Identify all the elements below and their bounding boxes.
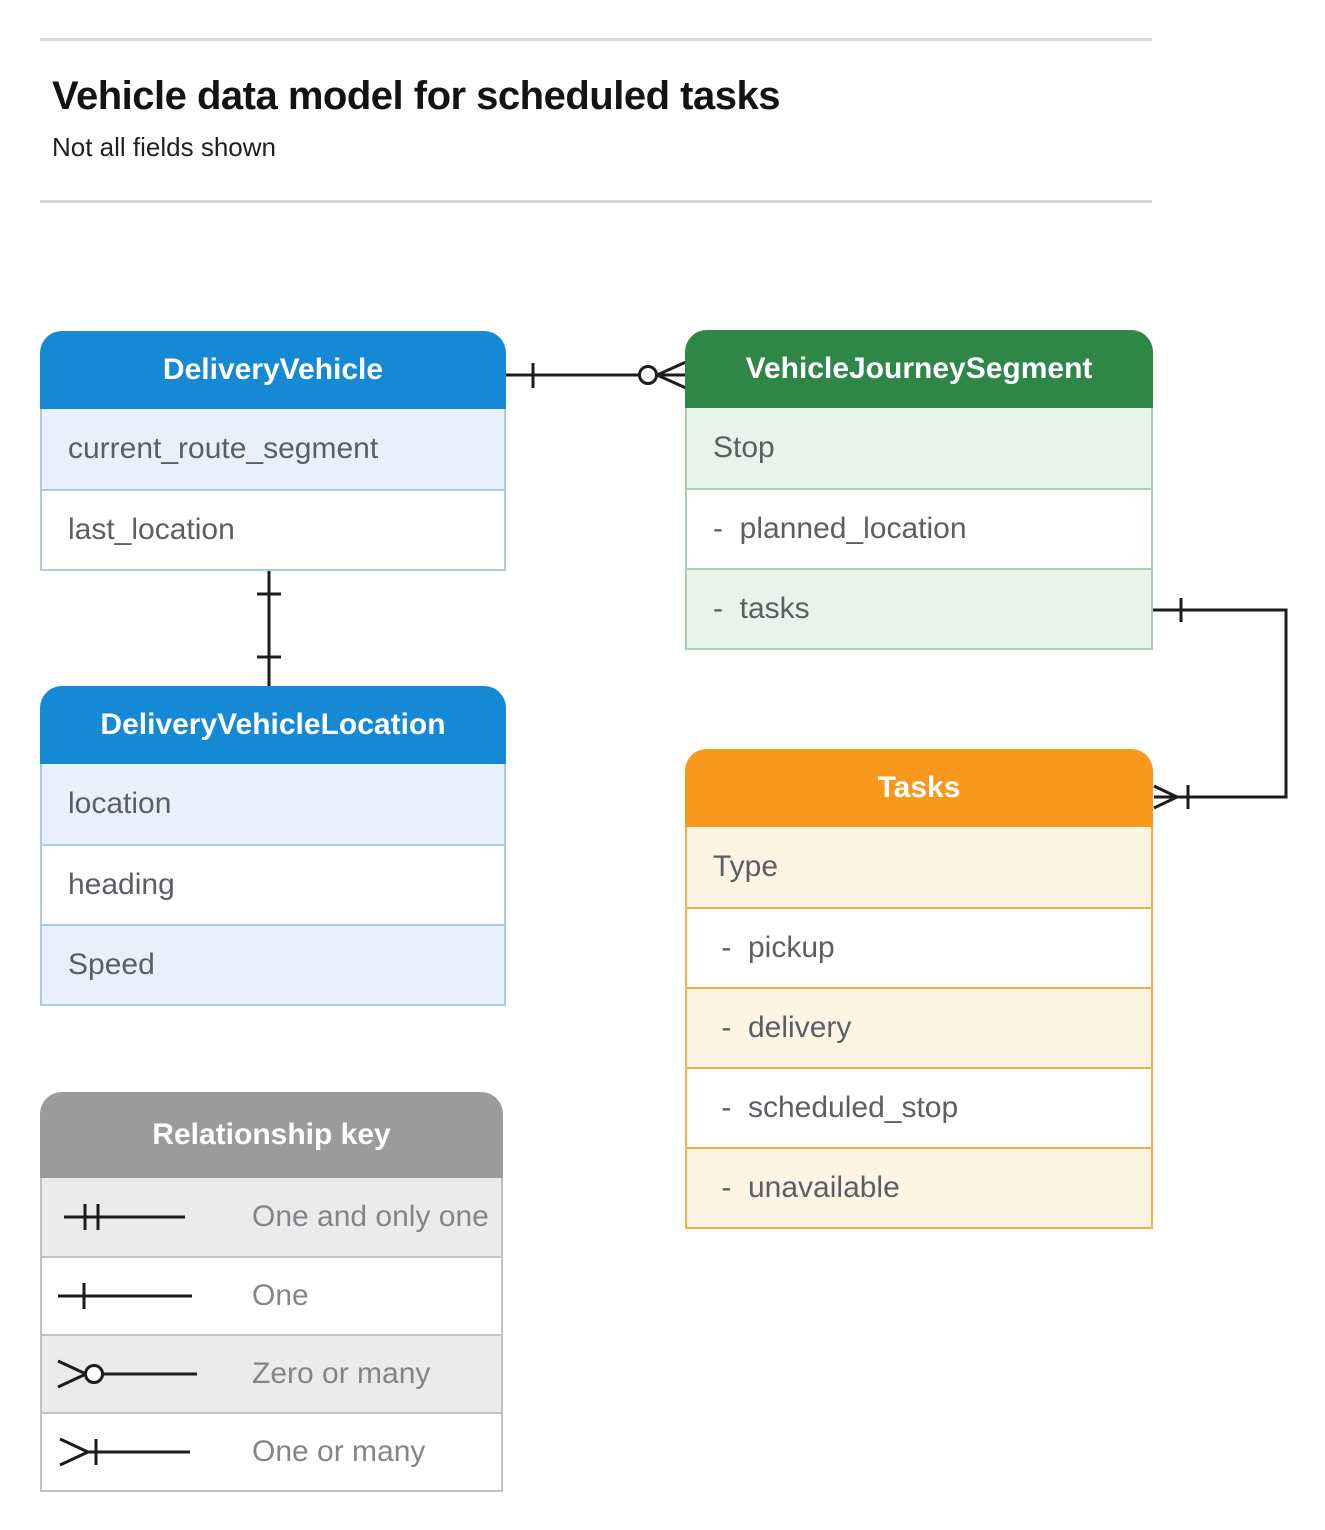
page-title: Vehicle data model for scheduled tasks bbox=[52, 74, 780, 118]
key-row-one: One bbox=[42, 1256, 501, 1334]
field-pickup: - pickup bbox=[687, 907, 1151, 987]
entity-delivery-vehicle-body: current_route_segment last_location bbox=[40, 409, 506, 571]
field-scheduled-stop: - scheduled_stop bbox=[687, 1067, 1151, 1147]
one-or-many-icon bbox=[59, 1437, 190, 1467]
entity-delivery-vehicle-header: DeliveryVehicle bbox=[40, 331, 506, 409]
entity-tasks-header: Tasks bbox=[685, 749, 1153, 827]
field-stop: Stop bbox=[687, 408, 1151, 488]
entity-vehicle-journey-segment-header: VehicleJourneySegment bbox=[685, 330, 1153, 408]
one-icon bbox=[58, 1283, 192, 1309]
entity-vehicle-journey-segment-body: Stop - planned_location - tasks bbox=[685, 408, 1153, 650]
entity-delivery-vehicle-location: DeliveryVehicleLocation location heading… bbox=[40, 686, 506, 1006]
divider-line-bottom bbox=[40, 200, 1152, 203]
page-subtitle: Not all fields shown bbox=[52, 132, 276, 162]
key-row-one-and-only-one: One and only one bbox=[42, 1178, 501, 1256]
key-label: One bbox=[252, 1279, 309, 1312]
relationship-key: Relationship key One and only one One bbox=[40, 1092, 503, 1492]
field-type: Type bbox=[687, 827, 1151, 907]
relationship-key-body: One and only one One Zero or many bbox=[40, 1178, 503, 1492]
entity-delivery-vehicle: DeliveryVehicle current_route_segment la… bbox=[40, 331, 506, 571]
key-row-one-or-many: One or many bbox=[42, 1412, 501, 1490]
entity-vehicle-journey-segment: VehicleJourneySegment Stop - planned_loc… bbox=[685, 330, 1153, 650]
connector-vehiclejourneysegment-tasks bbox=[1153, 598, 1288, 810]
entity-tasks-body: Type - pickup - delivery - scheduled_sto… bbox=[685, 827, 1153, 1229]
connector-deliveryvehicle-deliveryvehiclelocation bbox=[257, 571, 281, 686]
field-heading: heading bbox=[42, 844, 504, 924]
key-row-zero-or-many: Zero or many bbox=[42, 1334, 501, 1412]
entity-delivery-vehicle-location-header: DeliveryVehicleLocation bbox=[40, 686, 506, 764]
field-speed: Speed bbox=[42, 924, 504, 1004]
connector-deliveryvehicle-vehiclejourneysegment bbox=[506, 360, 687, 390]
one-and-only-one-icon bbox=[64, 1204, 185, 1230]
field-last-location: last_location bbox=[42, 489, 504, 569]
field-delivery: - delivery bbox=[687, 987, 1151, 1067]
field-current-route-segment: current_route_segment bbox=[42, 409, 504, 489]
field-location: location bbox=[42, 764, 504, 844]
field-tasks: - tasks bbox=[687, 568, 1151, 648]
zero-or-many-icon bbox=[57, 1359, 197, 1389]
entity-tasks: Tasks Type - pickup - delivery - schedul… bbox=[685, 749, 1153, 1229]
key-label: One and only one bbox=[252, 1200, 489, 1233]
key-label: Zero or many bbox=[252, 1357, 431, 1390]
field-planned-location: - planned_location bbox=[687, 488, 1151, 568]
entity-delivery-vehicle-location-body: location heading Speed bbox=[40, 764, 506, 1006]
key-label: One or many bbox=[252, 1435, 426, 1468]
field-unavailable: - unavailable bbox=[687, 1147, 1151, 1227]
divider-line-top bbox=[40, 38, 1152, 41]
relationship-key-header: Relationship key bbox=[40, 1092, 503, 1178]
